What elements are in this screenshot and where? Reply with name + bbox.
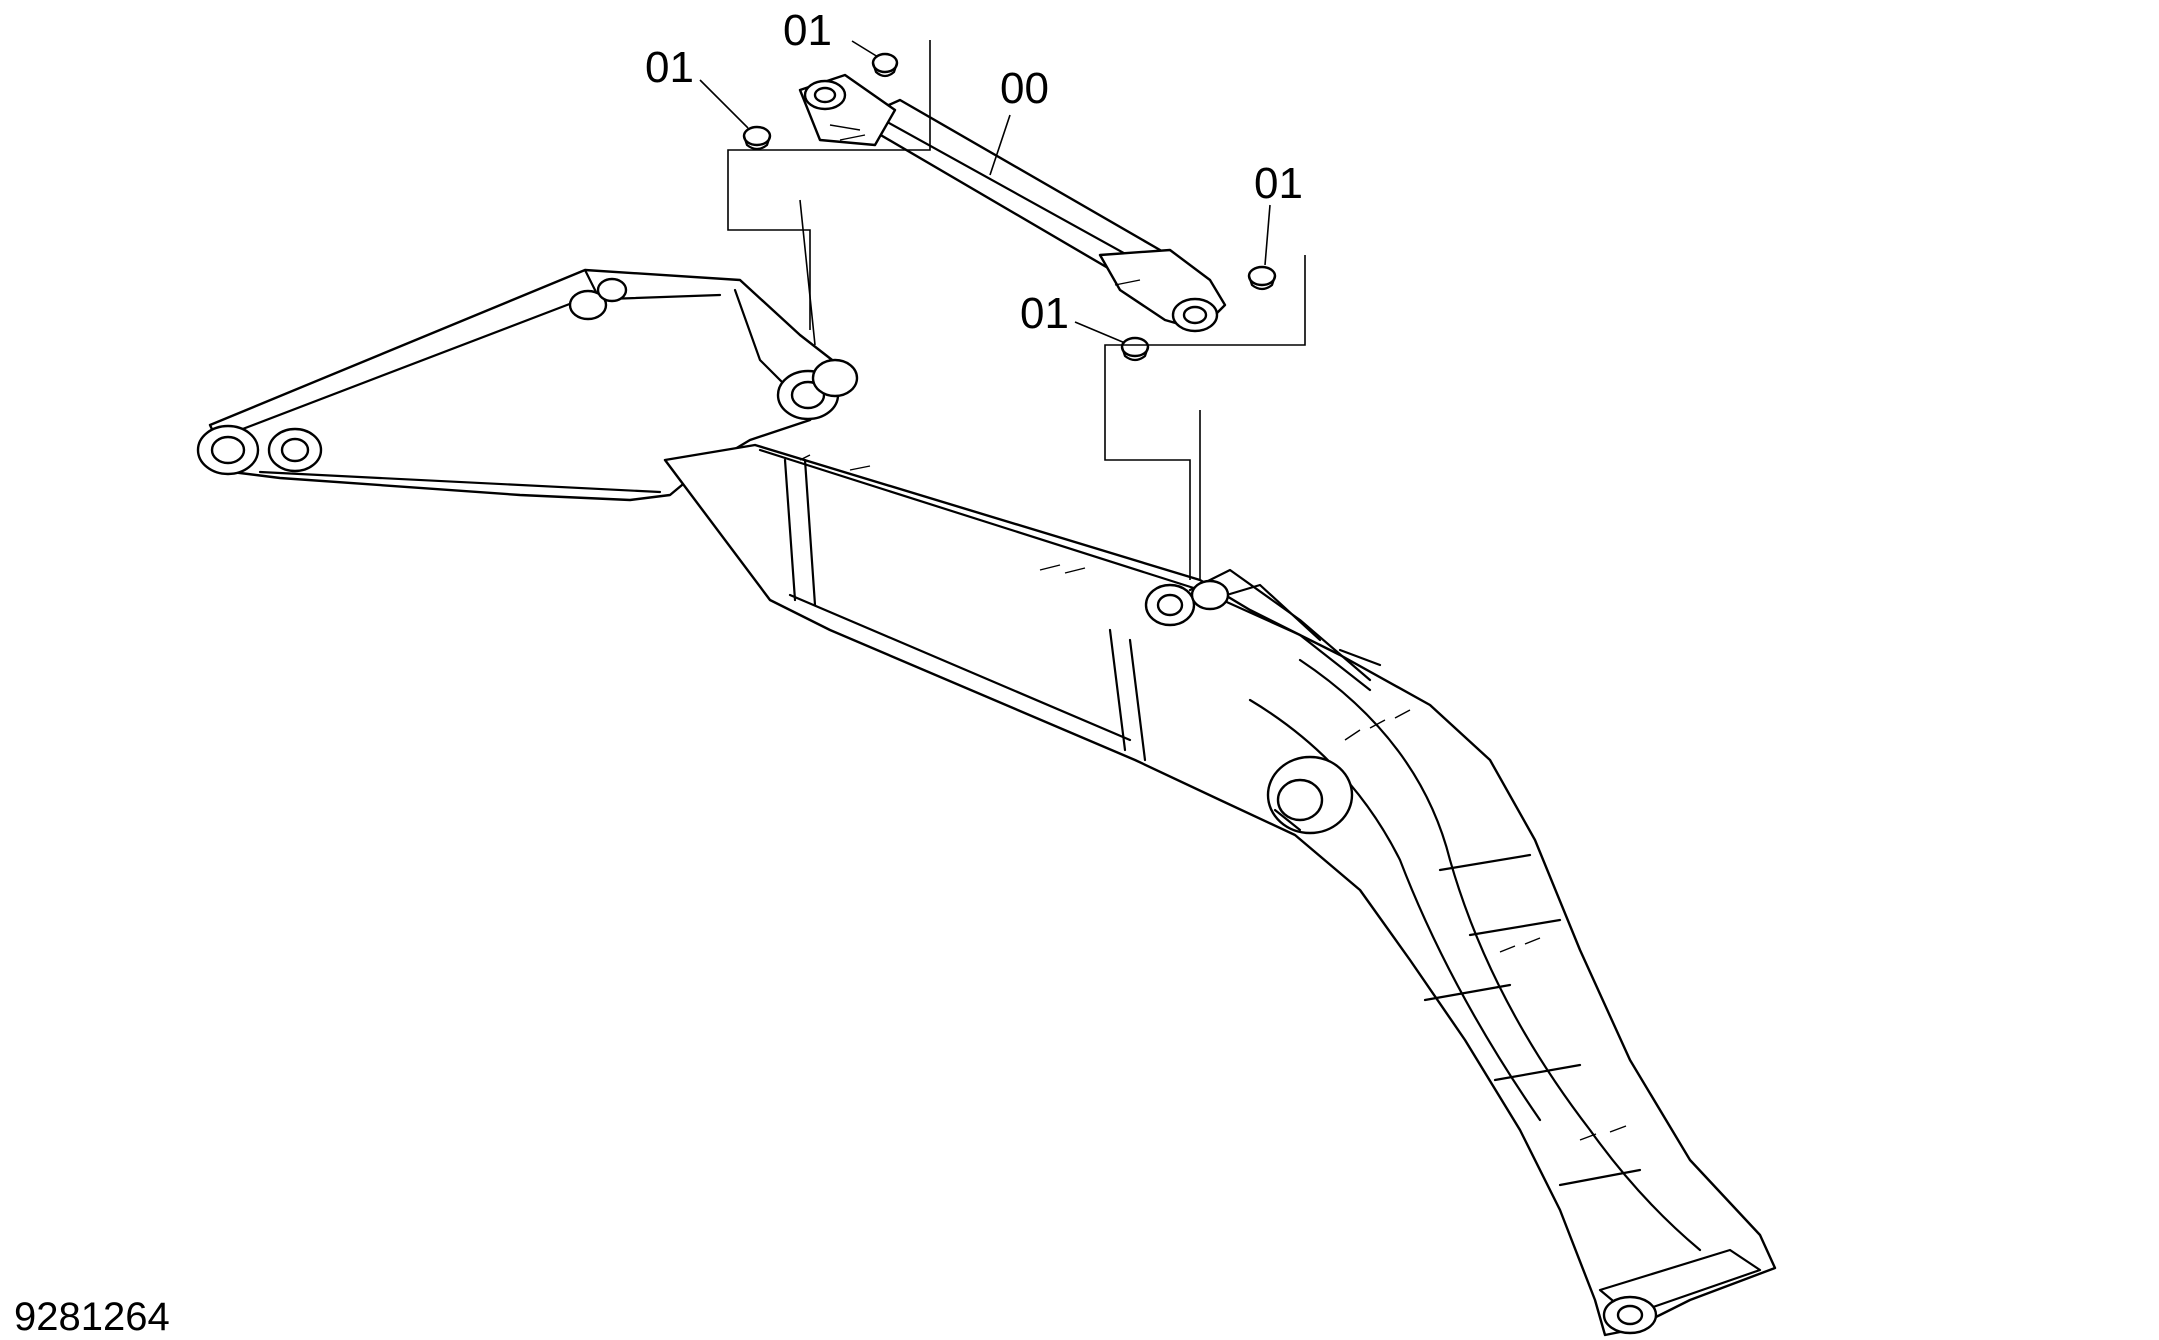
bushing-mid bbox=[1120, 336, 1150, 362]
callout-label: 00 bbox=[1000, 64, 1049, 113]
figure-number: 9281264 bbox=[14, 1295, 170, 1339]
bushing-right bbox=[1247, 265, 1277, 291]
arm-assembly bbox=[196, 268, 859, 502]
leader-lines bbox=[699, 40, 1306, 580]
callout-label: 01 bbox=[1020, 289, 1069, 338]
hydraulic-cylinder bbox=[798, 73, 1227, 333]
callout-label: 01 bbox=[1254, 159, 1303, 208]
bushings bbox=[742, 52, 1277, 362]
boom-assembly bbox=[663, 443, 1777, 1337]
bushing-top bbox=[871, 52, 899, 78]
callouts: 01 01 00 01 01 bbox=[645, 6, 1303, 338]
callout-label: 01 bbox=[645, 43, 694, 92]
callout-label: 01 bbox=[783, 6, 832, 55]
bushing-topleft bbox=[742, 125, 772, 151]
